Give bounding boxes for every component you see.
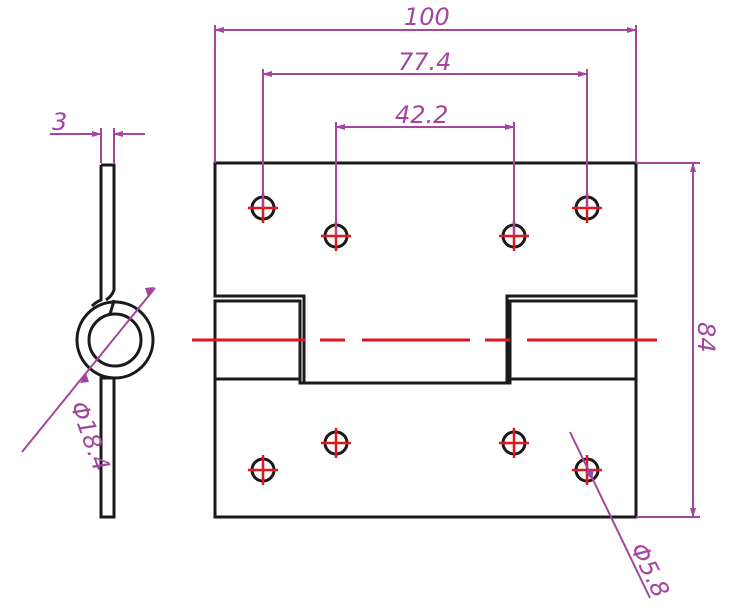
side-view: 3 Φ18.4 bbox=[21, 108, 156, 519]
width-label: 100 bbox=[404, 3, 450, 31]
hole-crosshair bbox=[321, 428, 351, 458]
hole-diameter-label: Φ5.8 bbox=[625, 538, 675, 602]
height-label: 84 bbox=[692, 322, 720, 353]
hole-crosshair bbox=[499, 428, 529, 458]
knuckle-diameter-label: Φ18.4 bbox=[64, 397, 115, 475]
outer-spacing-label: 77.4 bbox=[398, 48, 451, 76]
inner-spacing-label: 42.2 bbox=[395, 101, 448, 129]
knuckle-inner bbox=[87, 312, 143, 368]
upper-leaf bbox=[213, 161, 638, 385]
thickness-label: 3 bbox=[52, 108, 67, 136]
side-plate-lower bbox=[99, 376, 116, 519]
hole-crosshair bbox=[248, 455, 278, 485]
hole-crosshair bbox=[572, 455, 602, 485]
lower-leaf bbox=[213, 299, 638, 519]
front-view bbox=[213, 161, 638, 519]
side-plate-upper bbox=[90, 163, 116, 308]
holes bbox=[248, 193, 602, 485]
